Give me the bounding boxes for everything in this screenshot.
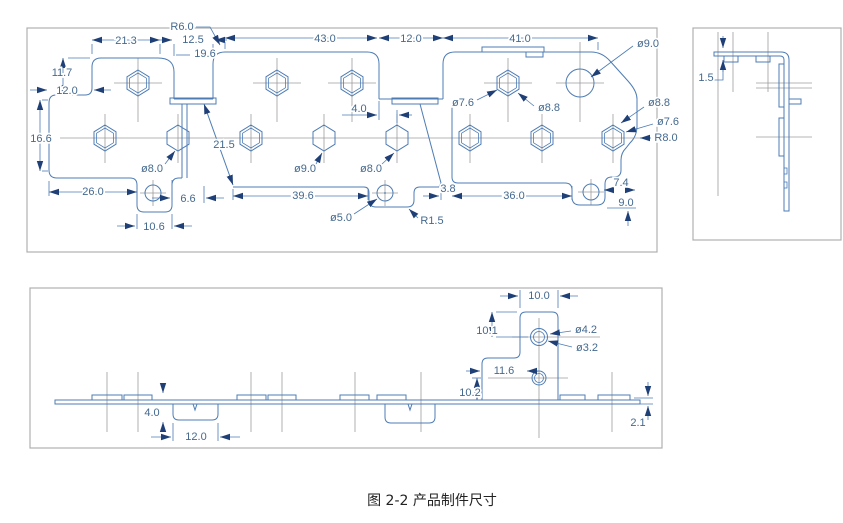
under-tab-2-vnotch [407, 403, 413, 412]
top-lip-bar [481, 46, 545, 53]
diagonal-cut-1 [203, 103, 234, 186]
dim-label-12-0-left: 12.0 [56, 85, 77, 97]
under-tab-1-vnotch [192, 403, 198, 412]
pilot-hole-left [144, 184, 162, 202]
main-view: 21.3 12.5 19.6 R6.0 43.0 12.0 41.0 ø9.0 … [29, 19, 681, 235]
dim-label-21-3: 21.3 [115, 35, 136, 47]
dim-label-11-6: 11.6 [494, 365, 515, 377]
hole-dia9-top [565, 68, 595, 98]
dim-label-dia8-0-b: ø8.0 [360, 163, 382, 175]
dim-label-dia4-2: ø4.2 [575, 324, 597, 336]
carrier-tab-2 [391, 97, 439, 105]
top-tab-1 [91, 394, 123, 401]
dim-label-6-6: 6.6 [180, 193, 195, 205]
dim-label-12-0-bottom: 12.0 [185, 431, 206, 443]
dim-label-dia9-0-mid: ø9.0 [294, 163, 316, 175]
side-dimensions: 1.5 [697, 36, 727, 86]
panel-borders [26, 27, 842, 449]
dim-label-43-0: 43.0 [314, 33, 335, 45]
dim-label-dia9-0-top: ø9.0 [637, 38, 659, 50]
pilot-hole-mid-center [384, 192, 386, 194]
side-notch-2 [783, 181, 788, 189]
dim-label-2-1: 2.1 [630, 417, 645, 429]
dim-label-9-0: 9.0 [618, 197, 633, 209]
dim-label-r1-5: R1.5 [420, 215, 443, 227]
dim-label-dia7-6-t: ø7.6 [452, 97, 474, 109]
bracket-hole-lower-inner [534, 373, 544, 383]
bottom-view: 10.0 10.1 ø4.2 ø3.2 11.6 10.2 2.1 4.0 [54, 288, 653, 445]
under-tab-1 [172, 404, 219, 421]
top-lip-tab [525, 51, 544, 58]
top-tab-8 [597, 394, 631, 401]
side-view: 1.5 [697, 32, 812, 212]
main-centerlines [60, 42, 650, 206]
dim-label-1-5: 1.5 [698, 72, 713, 84]
dim-label-10-6: 10.6 [143, 221, 164, 233]
dim-label-19-6: 19.6 [194, 48, 215, 60]
side-centerlines [717, 32, 812, 196]
figure-caption: 图 2-2 产品制件尺寸 [367, 493, 497, 509]
dim-label-12-0-gap: 12.0 [400, 33, 421, 45]
dim-label-r6-0: R6.0 [170, 21, 193, 33]
bottom-view-panel [29, 287, 663, 449]
dim-label-10-0: 10.0 [528, 290, 549, 302]
dim-label-10-1: 10.1 [476, 325, 497, 337]
side-rib-2 [778, 117, 785, 157]
carrier-tab-1 [169, 97, 217, 105]
top-tab-2 [123, 394, 153, 401]
top-tab-6 [376, 394, 407, 401]
bracket-hole-upper-inner [533, 331, 545, 343]
dim-label-3-8: 3.8 [440, 183, 455, 195]
dim-label-dia8-8-t: ø8.8 [538, 102, 560, 114]
bottom-profile [54, 311, 641, 424]
dim-label-10-2: 10.2 [459, 387, 480, 399]
bent-bracket [481, 311, 559, 400]
diagonal-cut-2 [419, 103, 442, 184]
top-tab-4 [267, 394, 297, 401]
top-tab-7 [559, 394, 586, 401]
dim-label-dia7-6-r: ø7.6 [657, 116, 679, 128]
main-view-panel [26, 27, 658, 253]
dim-label-dia8-8-r: ø8.8 [648, 97, 670, 109]
dim-label-r8-0: R8.0 [654, 132, 677, 144]
side-notch-1 [783, 167, 788, 175]
dim-label-dia5-0: ø5.0 [330, 212, 352, 224]
dim-label-41-0: 41.0 [509, 33, 530, 45]
bent-plate-profile [713, 51, 790, 212]
dim-label-4-0-bottom: 4.0 [144, 407, 159, 419]
side-tab-2 [755, 55, 771, 63]
dim-label-12-5: 12.5 [182, 34, 203, 46]
main-dimensions: 21.3 12.5 19.6 R6.0 43.0 12.0 41.0 ø9.0 … [29, 19, 681, 235]
side-view-panel [692, 27, 842, 241]
left-bottom-outline [48, 103, 182, 213]
dim-label-4-0: 4.0 [351, 103, 366, 115]
side-profile [713, 51, 802, 212]
side-hook-tab [788, 98, 802, 105]
dim-label-11-7: 11.7 [52, 67, 73, 79]
side-tab-1 [723, 55, 739, 63]
top-tab-3 [236, 394, 267, 401]
pilot-hole-right [582, 183, 600, 201]
under-tab-2 [384, 404, 436, 424]
middle-bottom-outline [233, 182, 442, 208]
side-rib-1 [778, 63, 785, 108]
dim-label-36-0: 36.0 [503, 190, 524, 202]
bracket-hole-upper-outer [530, 328, 548, 346]
middle-lobe-outline [212, 51, 380, 99]
pilot-hole-mid [376, 184, 394, 202]
dim-label-16-6: 16.6 [30, 133, 51, 145]
dim-label-dia3-2: ø3.2 [576, 342, 598, 354]
dim-label-39-6: 39.6 [292, 190, 313, 202]
left-lobe-outline [48, 57, 175, 104]
bottom-dimensions: 10.0 10.1 ø4.2 ø3.2 11.6 10.2 2.1 4.0 [143, 288, 653, 445]
dim-label-21-5: 21.5 [213, 139, 234, 151]
strip-plate [54, 399, 641, 405]
top-tab-5 [339, 394, 370, 401]
dim-label-7-4: 7.4 [613, 177, 628, 189]
holes [93, 68, 625, 202]
dim-label-dia8-0-a: ø8.0 [141, 163, 163, 175]
dim-label-26-0: 26.0 [82, 186, 103, 198]
